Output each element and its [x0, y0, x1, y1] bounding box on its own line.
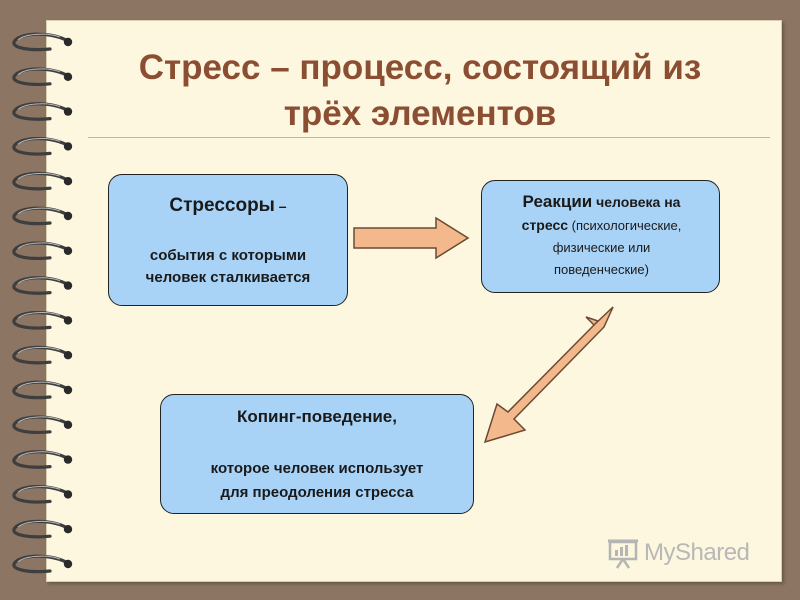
binding-hole [63, 211, 73, 221]
binding-hole [63, 316, 73, 325]
binding-ring [12, 276, 68, 295]
binding-ring-highlight [17, 138, 61, 145]
binding-ring-highlight [17, 416, 61, 424]
binding-ring [12, 102, 68, 121]
binding-ring [12, 554, 68, 574]
binding-ring [12, 171, 68, 191]
coping-line-1: которое человек использует [210, 460, 424, 477]
binding-ring [12, 450, 68, 469]
binding-ring [12, 485, 68, 504]
binding-ring [12, 415, 68, 434]
binding-ring-highlight [17, 312, 61, 319]
binding-ring [12, 519, 68, 539]
binding-hole [63, 177, 73, 186]
binding-hole [63, 142, 73, 151]
binding-ring [12, 380, 68, 400]
binding-ring-highlight [17, 207, 61, 215]
reactions-stress: стресс [521, 217, 569, 233]
myshared-watermark: MyShared [606, 536, 750, 570]
coping-description: которое человек использует для преодолен… [161, 457, 473, 505]
binding-ring-highlight [17, 520, 61, 528]
slide-title: Стресс – процесс, состоящий из трёх элем… [90, 45, 750, 137]
spiral-binding [12, 32, 73, 574]
binding-hole [63, 420, 73, 429]
reactions-human: человека на [592, 194, 681, 210]
binding-ring-highlight [17, 242, 61, 250]
presentation-board-icon [608, 539, 638, 569]
binding-ring [12, 241, 68, 260]
reactions-line-3: физические или [552, 240, 651, 255]
binding-ring-highlight [17, 486, 61, 493]
binding-ring [12, 67, 68, 86]
watermark-text: MyShared [644, 539, 750, 566]
stressors-line-1: события с которыми [149, 247, 307, 264]
reactions-box: Реакции человека на стресс (психологичес… [481, 180, 720, 293]
title-line-1: Стресс – процесс, состоящий из [138, 48, 702, 87]
binding-ring [12, 206, 68, 226]
binding-ring-highlight [17, 381, 61, 389]
binding-hole [63, 351, 73, 360]
stressors-heading: Стрессоры – [109, 195, 347, 217]
binding-ring [12, 311, 68, 330]
binding-ring [12, 345, 68, 365]
binding-ring [12, 32, 68, 52]
binding-hole [63, 490, 73, 499]
binding-ring-highlight [17, 172, 61, 180]
reactions-text: Реакции человека на стресс (психологичес… [490, 191, 713, 281]
binding-hole [63, 385, 73, 395]
binding-hole [63, 72, 73, 82]
coping-heading: Копинг-поведение, [237, 407, 397, 426]
binding-hole [63, 559, 73, 569]
binding-hole [63, 37, 73, 47]
binding-ring-highlight [17, 555, 61, 563]
coping-line-2: для преодоления стресса [220, 484, 414, 501]
reactions-word: Реакции [522, 192, 593, 211]
binding-hole [63, 281, 73, 290]
binding-ring-highlight [17, 451, 61, 458]
reactions-paren: (психологические, [568, 218, 682, 233]
binding-ring-highlight [17, 346, 61, 354]
binding-hole [63, 107, 73, 116]
reactions-line-1: Реакции человека на [490, 191, 713, 214]
binding-hole [63, 525, 73, 534]
title-line-2: трёх элементов [283, 94, 557, 133]
binding-hole [63, 455, 73, 464]
binding-ring-highlight [17, 277, 61, 284]
binding-ring [12, 137, 68, 156]
title-divider [88, 137, 770, 138]
coping-box: Копинг-поведение, которое человек исполь… [160, 394, 474, 514]
stressors-heading-text: Стрессоры [169, 195, 275, 216]
binding-ring-highlight [17, 103, 61, 110]
stressors-dash: – [274, 198, 287, 214]
binding-ring-highlight [17, 33, 61, 41]
reactions-line-2: стресс (психологические, [490, 214, 713, 237]
reactions-line-4: поведенческие) [554, 262, 649, 277]
stressors-box: Стрессоры – события с которыми человек с… [108, 174, 348, 306]
binding-hole [63, 246, 73, 255]
stressors-line-2: человек сталкивается [145, 269, 311, 286]
binding-ring-highlight [17, 68, 61, 76]
stressors-description: события с которыми человек сталкивается [109, 245, 347, 289]
